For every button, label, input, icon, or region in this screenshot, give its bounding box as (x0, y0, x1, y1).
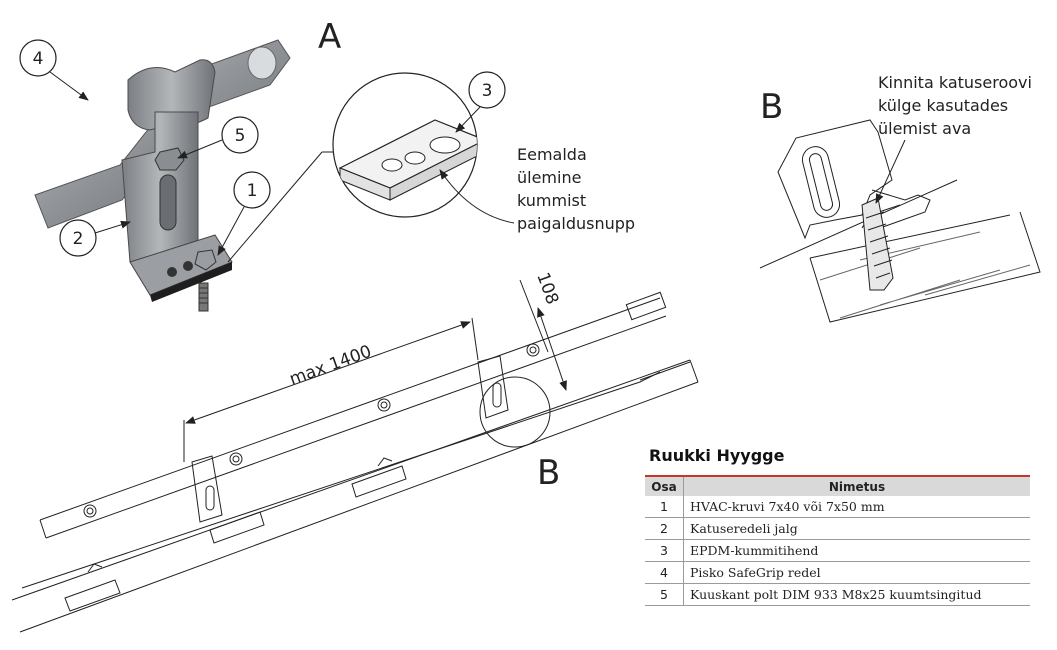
svg-text:ülemine: ülemine (517, 168, 581, 187)
callout-2: 2 (59, 219, 131, 257)
part-name: Kuuskant polt DIM 933 M8x25 kuumtsingitu… (683, 583, 1030, 606)
svg-text:ülemist ava: ülemist ava (878, 119, 971, 138)
svg-text:108: 108 (532, 270, 562, 307)
legend-title: Ruukki Hyygge (649, 446, 785, 465)
svg-text:3: 3 (482, 81, 493, 101)
svg-text:4: 4 (33, 49, 44, 69)
gasket-detail (227, 72, 478, 263)
callout-5: 5 (177, 116, 259, 159)
note-attach: Kinnita katuseroovi külge kasutades ülem… (875, 73, 1032, 204)
callout-1: 1 (217, 171, 271, 256)
header-nimetus: Nimetus (683, 475, 1030, 496)
label-b-main: B (537, 453, 560, 493)
label-b-detail: B (760, 87, 783, 127)
svg-text:Kinnita katuseroovi: Kinnita katuseroovi (878, 73, 1032, 92)
table-row: 4 Pisko SafeGrip redel (645, 561, 1030, 584)
table-row: 1 HVAC-kruvi 7x40 või 7x50 mm (645, 496, 1030, 518)
header-osa: Osa (645, 475, 684, 496)
part-number: 1 (645, 496, 684, 518)
ladder-line-drawing (11, 291, 699, 633)
detail-b (759, 119, 1041, 323)
table-row: 3 EPDM-kummitihend (645, 539, 1030, 562)
svg-text:paigaldusnupp: paigaldusnupp (517, 214, 635, 233)
part-number: 5 (645, 583, 684, 606)
ladder-foot-render (34, 39, 291, 312)
part-number: 2 (645, 517, 684, 540)
parts-table: Osa Nimetus 1 HVAC-kruvi 7x40 või 7x50 m… (645, 475, 1030, 606)
part-name: EPDM-kummitihend (683, 539, 1030, 562)
svg-text:max 1400: max 1400 (287, 342, 374, 390)
dimension-span: max 1400 (183, 317, 479, 462)
callout-4: 4 (19, 39, 89, 101)
dimension-height: 108 (519, 270, 567, 391)
table-header-row: Osa Nimetus (645, 475, 1030, 496)
part-name: Pisko SafeGrip redel (683, 561, 1030, 584)
svg-text:Eemalda: Eemalda (517, 145, 587, 164)
part-name: HVAC-kruvi 7x40 või 7x50 mm (683, 496, 1030, 518)
part-name: Katuseredeli jalg (683, 517, 1030, 540)
callout-3: 3 (455, 71, 506, 133)
table-row: 2 Katuseredeli jalg (645, 517, 1030, 540)
table-row: 5 Kuuskant polt DIM 933 M8x25 kuumtsingi… (645, 583, 1030, 606)
svg-text:1: 1 (247, 181, 258, 201)
svg-text:külge kasutades: külge kasutades (878, 96, 1008, 115)
parts-legend: Ruukki Hyygge Osa Nimetus 1 HVAC-kruvi 7… (645, 446, 1030, 606)
svg-text:2: 2 (73, 229, 84, 249)
svg-text:5: 5 (235, 126, 246, 146)
svg-text:kummist: kummist (517, 191, 586, 210)
part-number: 3 (645, 539, 684, 562)
note-remove-nub: Eemalda ülemine kummist paigaldusnupp (439, 145, 635, 233)
part-number: 4 (645, 561, 684, 584)
label-a: A (318, 17, 341, 57)
